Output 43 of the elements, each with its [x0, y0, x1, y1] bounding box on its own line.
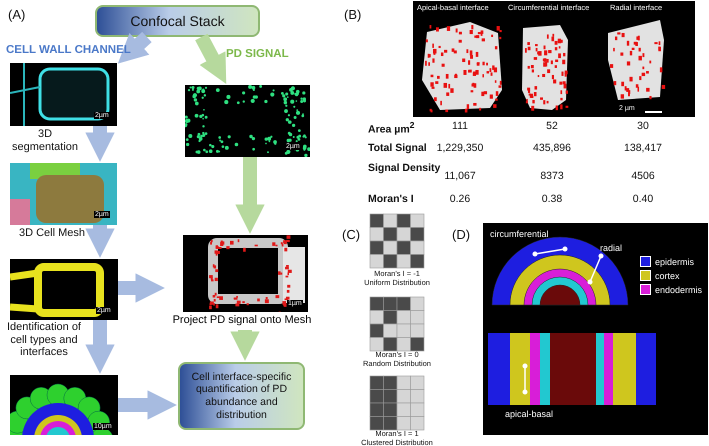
table-value: 138,417	[623, 142, 663, 154]
legend-label: endodermis	[655, 284, 702, 294]
arrow	[118, 390, 177, 420]
legend-label: cortex	[655, 270, 680, 280]
table-value: 11,067	[443, 170, 477, 182]
arrow	[230, 330, 260, 361]
table-value: 435,896	[532, 142, 572, 154]
edge-label: Identification of cell types and interfaces	[6, 321, 82, 359]
table-value: 52	[545, 120, 559, 132]
arrow	[118, 32, 152, 64]
arrow	[85, 126, 115, 162]
table-value: 111	[451, 120, 469, 132]
interface-label: radial	[600, 243, 622, 254]
arrow	[195, 34, 226, 84]
panel-label: (C)	[342, 228, 360, 243]
arrow	[85, 225, 115, 258]
arrow	[118, 273, 165, 303]
panel-label: (A)	[8, 8, 26, 23]
edge-label: CELL WALL CHANNEL	[6, 44, 132, 58]
table-value: 4506	[630, 170, 656, 182]
table-value: 0.40	[632, 193, 654, 206]
edge-label: PD SIGNAL	[226, 48, 290, 62]
legend-label: epidermis	[655, 256, 694, 266]
edge-label: 3D Cell Mesh	[18, 227, 86, 240]
table-value: 8373	[539, 170, 565, 182]
row-header: Moran's I	[368, 193, 415, 206]
table-value: 0.26	[448, 193, 472, 206]
arrow	[85, 320, 115, 374]
node-label: Project PD signal onto Mesh	[172, 314, 312, 326]
panel-label: (B)	[344, 8, 362, 23]
box-text: Confocal Stack	[129, 12, 226, 30]
box-text: Cell interface-specific quantification of PD abundance and distribution	[190, 370, 292, 422]
row-header: Area µm$^{2}$	[368, 120, 416, 136]
edge-label: 3D segmentation	[10, 128, 80, 154]
interface-label: apical-basal	[505, 409, 554, 420]
interface-label: circumferential	[490, 229, 549, 240]
row-header: Signal Density	[368, 162, 442, 174]
panel-label: (D)	[452, 228, 470, 243]
process-box	[95, 5, 260, 37]
arrow	[235, 157, 265, 234]
process-box	[178, 362, 305, 430]
table-value: 30	[636, 120, 650, 132]
table-value: 0.38	[540, 193, 564, 206]
